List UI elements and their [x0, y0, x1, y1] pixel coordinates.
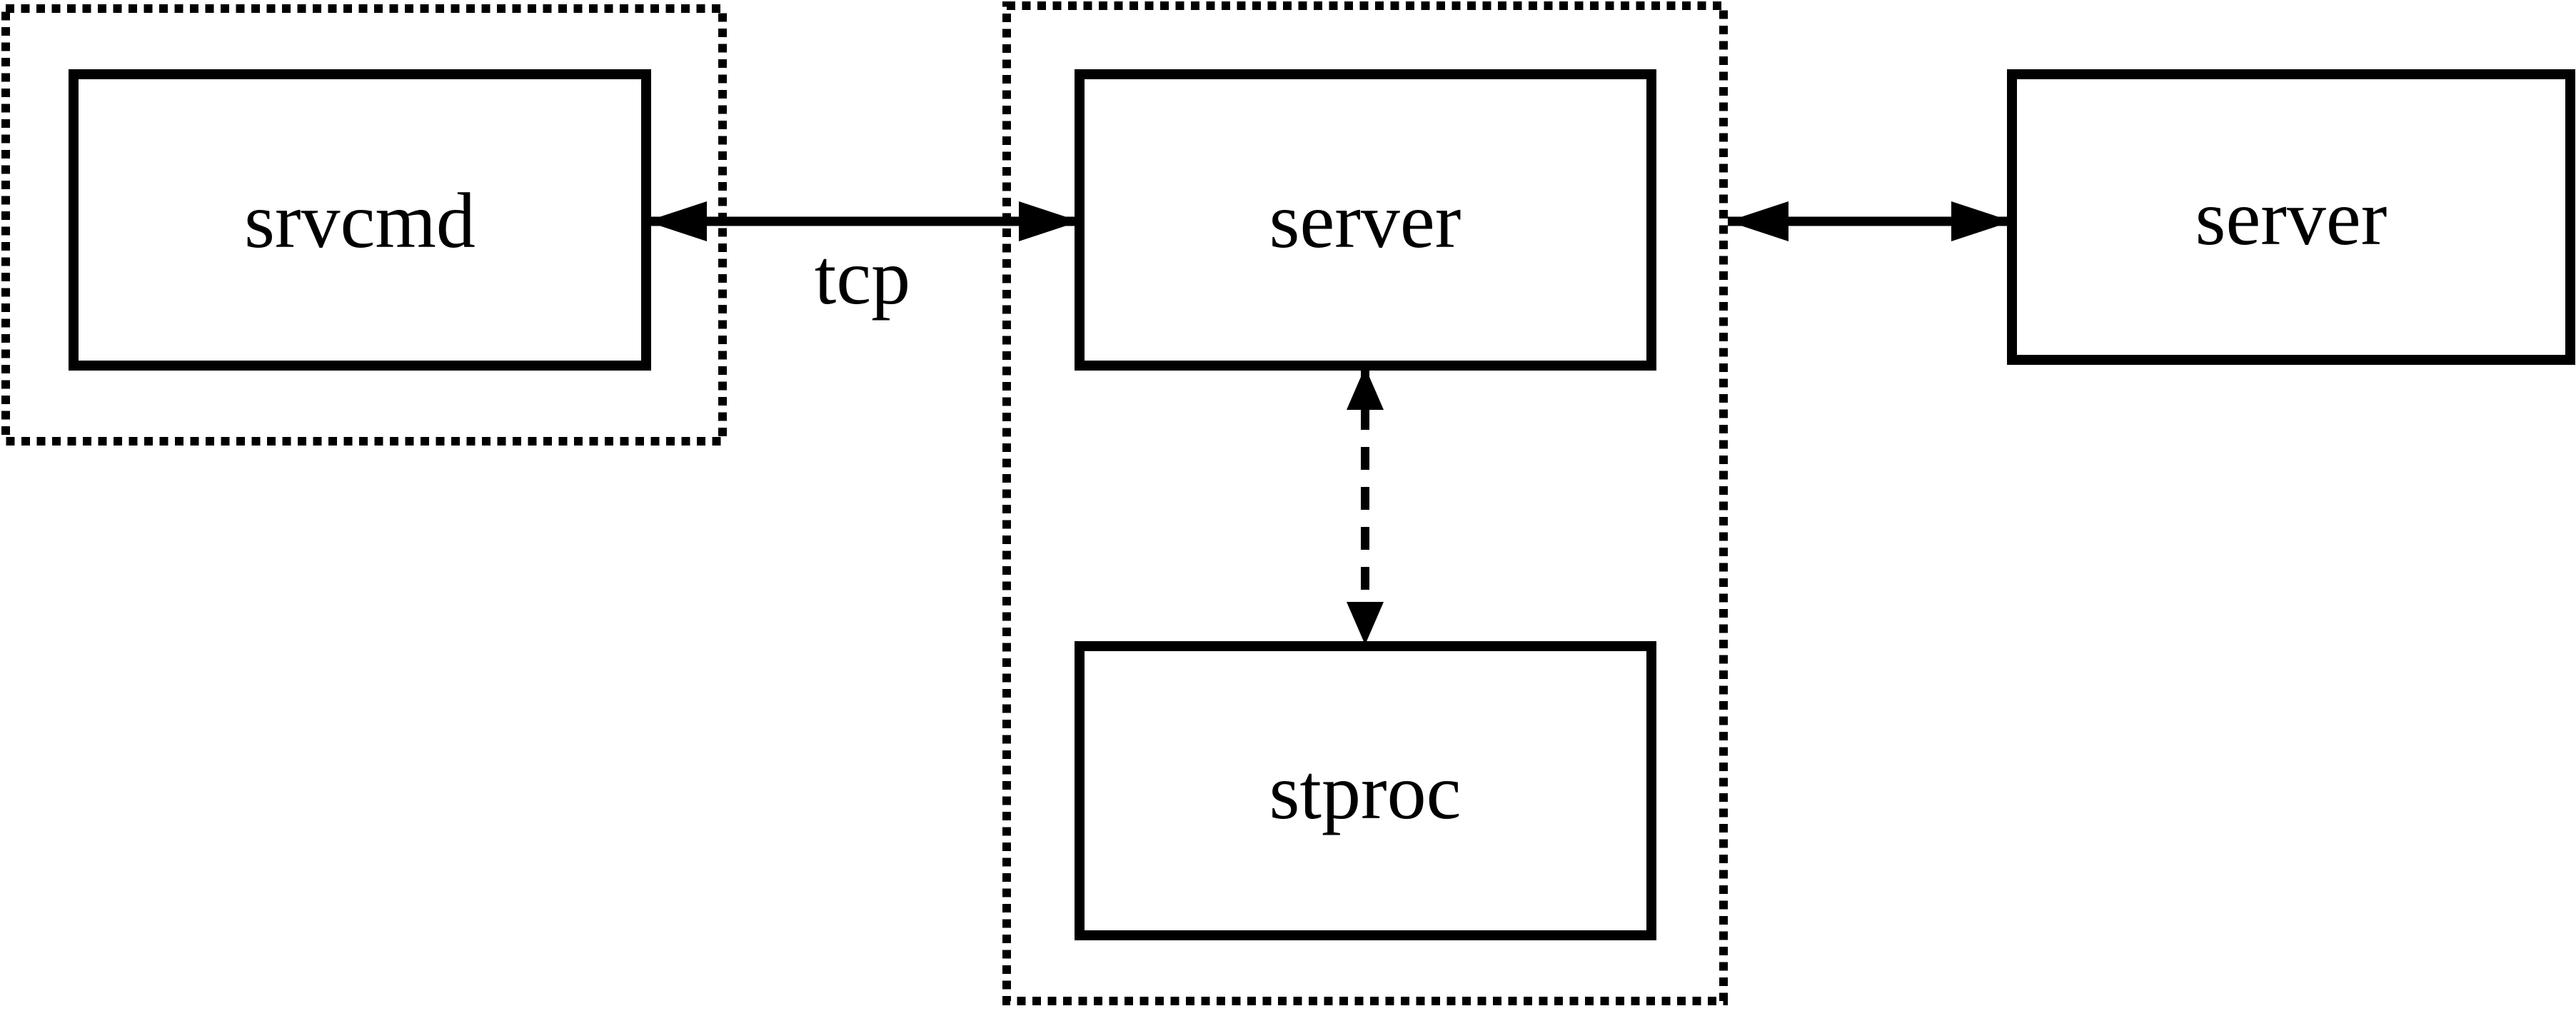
srvcmd-dotted-group	[1, 4, 727, 446]
stproc-node-label: stproc	[1269, 748, 1461, 835]
main-server-node-box	[1075, 69, 1656, 371]
main-server-node: server	[1075, 69, 1656, 371]
tcp-edge-label: tcp	[815, 233, 910, 321]
srvcmd-node-label: srvcmd	[244, 177, 476, 264]
srvcmd-node: srvcmd	[69, 69, 651, 371]
srvcmd-node-box	[69, 69, 651, 371]
main-server-node-label: server	[1269, 177, 1461, 264]
server-dotted-group	[1002, 1, 1728, 1005]
stproc-node-box	[1075, 641, 1656, 940]
remote-server-node: server	[2007, 69, 2575, 365]
remote-server-node-box	[2007, 69, 2575, 365]
remote-server-node-label: server	[2195, 174, 2388, 261]
stproc-node: stproc	[1075, 641, 1656, 940]
